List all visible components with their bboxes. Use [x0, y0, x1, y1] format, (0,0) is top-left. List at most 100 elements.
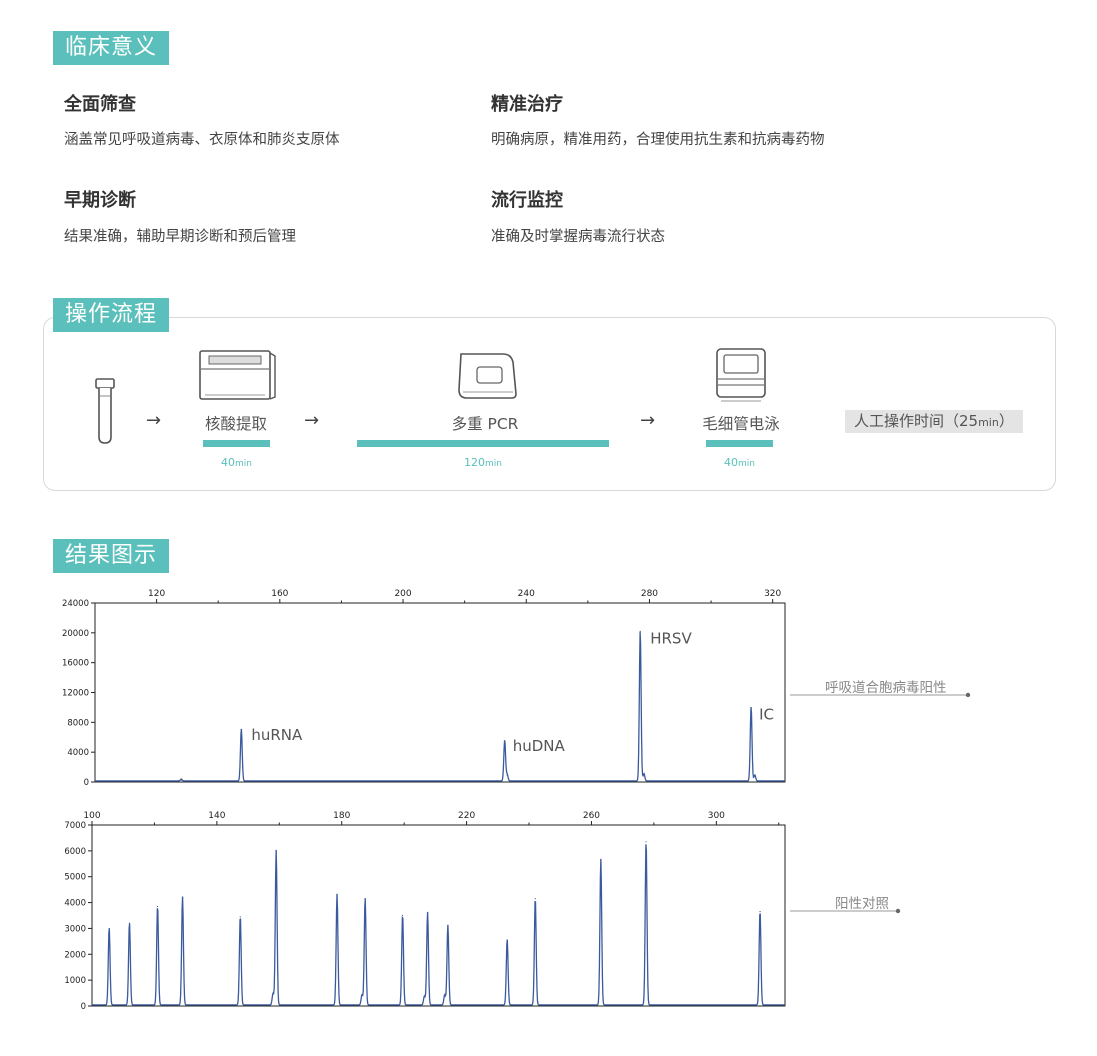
x-tick-label: 260: [583, 811, 600, 821]
peak-point: [240, 729, 242, 731]
peak-point: [643, 773, 645, 776]
peak-label: huRNA: [251, 726, 303, 744]
x-tick-label: 240: [518, 589, 535, 599]
peak-point: [645, 841, 647, 843]
feature-title: 全面筛查: [64, 94, 136, 115]
x-tick-label: 100: [83, 811, 100, 821]
y-tick-label: 24000: [62, 599, 89, 609]
workflow-panel: [43, 317, 1056, 491]
annotation-positive-control: 阳性对照: [835, 896, 889, 912]
x-tick-label: 320: [764, 589, 781, 599]
y-tick-label: 3000: [64, 924, 86, 934]
y-tick-label: 16000: [62, 659, 89, 669]
peak-point: [336, 894, 338, 896]
step-label-electrophoresis: 毛细管电泳: [702, 415, 780, 433]
feature-title: 精准治疗: [491, 94, 563, 115]
x-tick-label: 300: [708, 811, 725, 821]
peak-point: [272, 993, 274, 995]
duration-unit: min: [485, 459, 502, 469]
duration-electrophoresis: 40min: [706, 456, 773, 469]
manual-time-badge: 人工操作时间（25min）: [845, 410, 1023, 433]
peak-point: [180, 779, 182, 781]
y-tick-label: 12000: [62, 689, 89, 699]
signal-trace: [95, 631, 785, 782]
electrophoresis-icon: [716, 348, 766, 402]
manual-time-text: 人工操作时间（25: [854, 412, 979, 430]
peak-point: [361, 995, 363, 997]
peak-point: [506, 774, 508, 776]
duration-bar-electrophoresis: [706, 440, 773, 447]
peak-point: [639, 630, 641, 632]
feature-desc: 结果准确，辅助早期诊断和预后管理: [64, 229, 296, 245]
flow-arrow: →: [304, 410, 320, 431]
feature-desc: 准确及时掌握病毒流行状态: [491, 229, 665, 245]
peak-label: HRSV: [650, 629, 692, 647]
signal-trace: [92, 844, 785, 1006]
x-tick-label: 200: [394, 589, 411, 599]
y-tick-label: 0: [84, 778, 89, 788]
peak-point: [275, 850, 277, 852]
peak-point: [754, 775, 756, 777]
peak-point: [423, 996, 426, 998]
x-tick-label: 160: [271, 589, 288, 599]
section-title-clinical: 临床意义: [53, 31, 170, 65]
step-label-pcr: 多重 PCR: [451, 415, 519, 433]
duration-extraction: 40min: [203, 456, 270, 469]
duration-pcr: 120min: [357, 456, 609, 469]
peak-point: [181, 896, 184, 898]
annotation-line: [790, 692, 971, 698]
peak-point: [402, 914, 404, 917]
y-tick-label: 8000: [67, 718, 89, 728]
duration-value: 120: [464, 456, 485, 469]
peak-point: [447, 925, 449, 927]
pcr-machine-icon: [458, 353, 517, 399]
y-tick-label: 4000: [64, 899, 86, 909]
duration-value: 40: [724, 456, 738, 469]
x-tick-label: 280: [641, 589, 658, 599]
y-tick-label: 1000: [64, 976, 86, 986]
y-tick-label: 5000: [64, 873, 86, 883]
step-label-extraction: 核酸提取: [204, 415, 267, 433]
duration-bar-extraction: [203, 440, 270, 447]
section-title-results: 结果图示: [53, 539, 170, 573]
peak-point: [444, 995, 446, 997]
peak-point: [600, 859, 602, 861]
x-tick-label: 120: [148, 589, 165, 599]
duration-unit: min: [235, 459, 252, 469]
annotation-line: [790, 908, 901, 914]
x-tick-label: 220: [458, 811, 475, 821]
peak-point: [506, 939, 508, 941]
y-tick-label: 4000: [67, 748, 89, 758]
section-title-workflow: 操作流程: [53, 298, 170, 332]
feature-desc: 涵盖常见呼吸道病毒、衣原体和肺炎支原体: [64, 132, 340, 148]
annotation-hrsv-positive: 呼吸道合胞病毒阳性: [825, 680, 947, 696]
manual-time-unit: min: [978, 416, 999, 429]
x-tick-label: 140: [208, 811, 225, 821]
peak-point: [156, 905, 159, 908]
peak-point: [759, 911, 761, 913]
peak-label: IC: [759, 705, 774, 723]
x-tick-label: 180: [333, 811, 350, 821]
duration-value: 40: [221, 456, 235, 469]
duration-bar-pcr: [357, 440, 609, 447]
peak-point: [504, 740, 506, 742]
feature-title: 早期诊断: [64, 190, 136, 211]
peak-point: [534, 898, 536, 900]
y-tick-label: 2000: [64, 950, 86, 960]
feature-desc: 明确病原，精准用药，合理使用抗生素和抗病毒药物: [491, 132, 825, 148]
extractor-icon: [199, 350, 276, 400]
peak-point: [364, 898, 366, 900]
duration-unit: min: [738, 459, 755, 469]
peak-point: [128, 922, 131, 924]
y-tick-label: 6000: [64, 847, 86, 857]
peak-point: [108, 927, 110, 930]
sample-tube-icon: [95, 378, 115, 444]
peak-point: [426, 912, 429, 914]
flow-arrow: →: [640, 410, 656, 431]
chart-hrsv-positive: 120 160 200 240 280 320 0 4000 8000 12000 16000 200…: [62, 589, 786, 788]
plot-frame: [91, 824, 786, 1007]
y-tick-label: 20000: [62, 629, 89, 639]
peak-point: [750, 706, 752, 709]
y-tick-label: 7000: [64, 821, 86, 831]
